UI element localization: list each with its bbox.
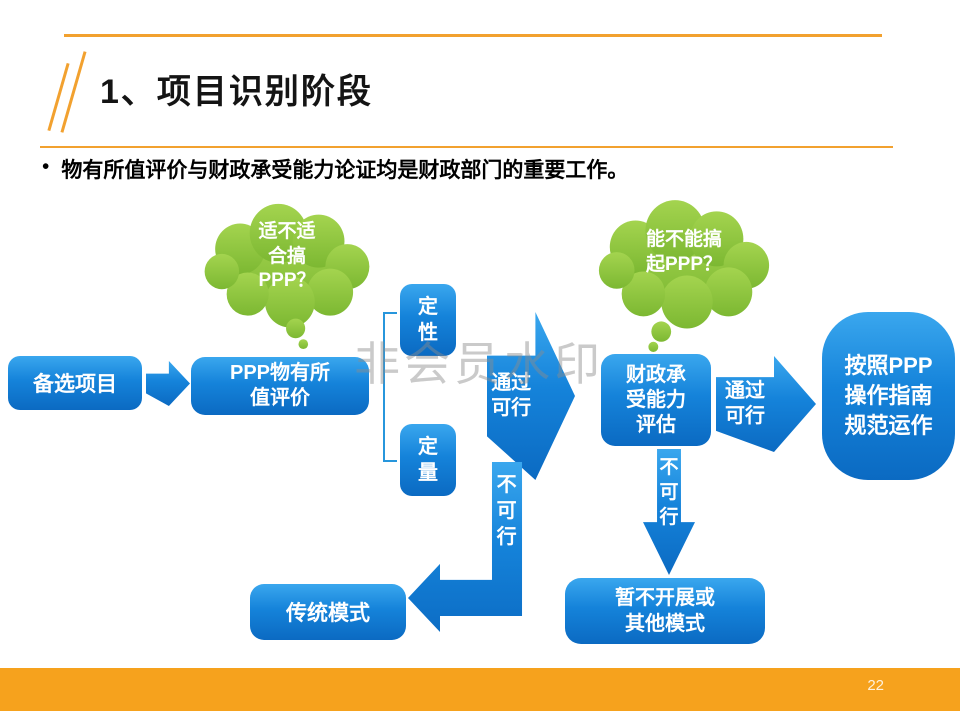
thought-cloud-affordability: 能不能搞 起PPP？	[590, 194, 778, 352]
footer-bar: 22	[0, 668, 960, 711]
bullet-text: 物有所值评价与财政承受能力论证均是财政部门的重要工作。	[61, 158, 629, 182]
node-candidate-project: 备选项目	[8, 356, 142, 410]
arrow-pass-2-label: 通过 可行	[725, 379, 765, 427]
arrow-pass-1-label: 通过 可行	[491, 371, 532, 419]
top-accent-line	[64, 34, 882, 37]
title-slash-decoration	[60, 51, 87, 133]
bullet-line: • 物有所值评价与财政承受能力论证均是财政部门的重要工作。	[40, 154, 930, 184]
arrow-pass-2: 通过 可行	[716, 356, 816, 452]
node-quantitative: 定 量	[400, 424, 456, 496]
node-ppp-guide: 按照PPP 操作指南 规范运作	[822, 312, 955, 480]
arrow-fail-2-label: 不 可 行	[659, 457, 679, 529]
bracket-connector	[383, 312, 397, 462]
cloud-shape-icon	[204, 203, 370, 350]
page-number: 22	[867, 677, 884, 694]
bullet-marker: •	[42, 154, 50, 178]
arrow-fail-2: 不 可 行	[643, 449, 695, 575]
cloud-shape-icon	[598, 200, 770, 352]
page-title: 1、项目识别阶段	[100, 73, 373, 111]
node-traditional-mode: 传统模式	[250, 584, 406, 640]
thought-cloud-vfm-text: 适不适 合搞 PPP？	[258, 220, 316, 292]
watermark-text: 非会员水印	[354, 338, 604, 390]
node-affordability-assessment: 财政承 受能力 评估	[601, 354, 711, 446]
thought-cloud-vfm: 适不适 合搞 PPP？	[196, 198, 378, 350]
node-vfm-evaluation: PPP物有所 值评价	[191, 357, 369, 415]
thought-cloud-affordability-text: 能不能搞 起PPP？	[645, 229, 723, 275]
arrow-fail-1-label: 不 可 行	[496, 474, 517, 548]
arrow-right-icon	[146, 361, 190, 406]
node-qualitative: 定 性	[400, 284, 456, 356]
node-defer-mode: 暂不开展或 其他模式	[565, 578, 765, 644]
title-divider-line	[40, 146, 893, 148]
